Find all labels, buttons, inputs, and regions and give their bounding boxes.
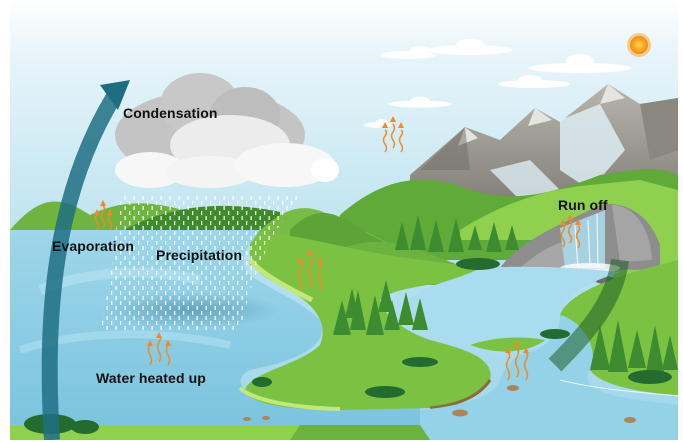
cycle-arrow-up [41, 80, 130, 441]
rock [624, 417, 636, 423]
heat-arrow-heads [94, 116, 581, 353]
rock [507, 385, 519, 391]
rock [243, 417, 251, 421]
foreground-grass [10, 425, 430, 440]
label-run-off: Run off [558, 197, 608, 213]
label-precipitation: Precipitation [156, 247, 243, 263]
sun-icon [627, 33, 651, 57]
grass-land [238, 232, 520, 411]
heat-arrows-waterfall [560, 220, 581, 249]
rain [100, 195, 300, 330]
pine-trees [333, 215, 678, 372]
heat-arrows-evaporation [94, 205, 113, 231]
heat-wave-arrows [94, 123, 581, 381]
label-water-heated-up: Water heated up [96, 370, 206, 386]
cycle-arrow-down [548, 258, 629, 372]
heat-arrows-water-heated [147, 335, 171, 366]
rain-cloud [115, 73, 339, 188]
river [243, 266, 679, 440]
label-condensation: Condensation [123, 105, 218, 121]
rock [262, 416, 270, 420]
heat-arrows-hills [297, 256, 323, 291]
heat-arrows-sky [382, 123, 404, 153]
glacier [560, 104, 625, 190]
rock [452, 409, 468, 417]
label-evaporation: Evaporation [52, 238, 135, 254]
heat-arrows-river [505, 346, 529, 381]
